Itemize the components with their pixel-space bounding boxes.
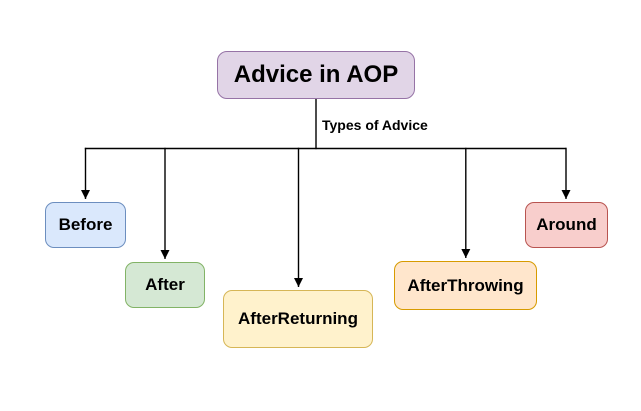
node-after-returning: AfterReturning: [223, 290, 373, 348]
edge-label-types-of-advice: Types of Advice: [322, 117, 428, 133]
node-around: Around: [525, 202, 608, 248]
node-advice-in-aop: Advice in AOP: [217, 51, 415, 99]
node-before: Before: [45, 202, 126, 248]
node-after: After: [125, 262, 205, 308]
node-after-throwing: AfterThrowing: [394, 261, 537, 310]
